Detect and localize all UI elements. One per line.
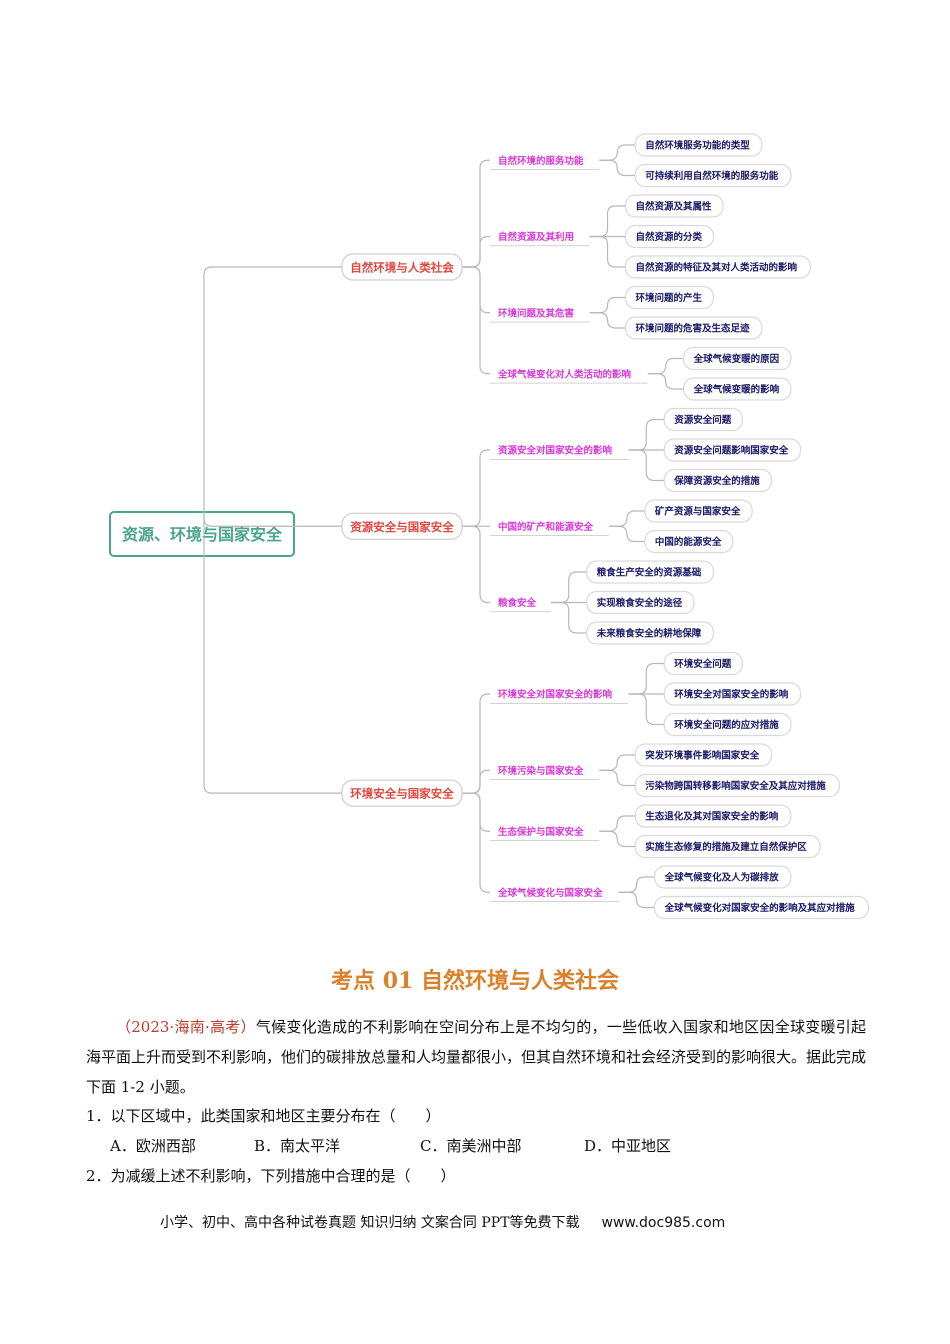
- leaf-node: 资源安全问题影响国家安全: [663, 438, 802, 462]
- branch-label: 资源安全与国家安全: [350, 520, 454, 534]
- leaf-label: 实施生态修复的措施及建立自然保护区: [645, 841, 807, 853]
- leaf-label: 自然资源的分类: [636, 231, 703, 243]
- branch-label: 自然环境与人类社会: [350, 261, 454, 275]
- leaf-label: 突发环境事件影响国家安全: [645, 750, 760, 762]
- leaf-label: 环境安全问题的应对措施: [674, 719, 779, 731]
- leaf-node: 环境安全问题: [663, 651, 744, 676]
- subtopic-label: 生态保护与国家安全: [498, 826, 584, 838]
- leaf-label: 资源安全问题影响国家安全: [674, 445, 789, 457]
- leaf-node: 中国的能源安全: [644, 529, 734, 554]
- leaf-label: 未来粮食安全的耕地保障: [596, 628, 702, 640]
- branch-label: 环境安全与国家安全: [350, 787, 454, 801]
- subtopic-label: 环境安全对国家安全的影响: [498, 689, 613, 701]
- leaf-node: 环境问题的产生: [624, 285, 714, 310]
- leaf-node: 未来粮食安全的耕地保障: [586, 621, 714, 645]
- option-b[interactable]: B．南太平洋: [254, 1137, 341, 1155]
- leaf-label: 可持续利用自然环境的服务功能: [645, 170, 779, 182]
- leaf-node: 自然资源的特征及其对人类活动的影响: [624, 255, 811, 279]
- leaf-node: 实现粮食安全的途径: [586, 590, 695, 615]
- leaf-node: 自然资源及其属性: [624, 194, 724, 218]
- mind-map-root: 资源、环境与国家安全: [109, 511, 295, 557]
- option-c[interactable]: C．南美洲中部: [420, 1137, 522, 1155]
- subtopic-label: 自然资源及其利用: [498, 231, 574, 243]
- leaf-label: 环境问题的产生: [636, 292, 703, 304]
- subtopic-label: 环境问题及其危害: [498, 307, 575, 319]
- leaf-node: 环境问题的危害及生态足迹: [624, 316, 763, 340]
- root-connector: [203, 266, 342, 512]
- leaf-node: 自然资源的分类: [624, 224, 714, 249]
- leaf-node: 可持续利用自然环境的服务功能: [634, 163, 792, 188]
- leaf-label: 全球气候变暖的原因: [693, 353, 780, 365]
- leaf-label: 环境安全问题: [674, 658, 732, 670]
- leaf-node: 环境安全对国家安全的影响: [663, 682, 802, 706]
- subtopic-2-0: 环境安全问题环境安全对国家安全的影响环境安全问题的应对措施环境安全对国家安全的影…: [490, 651, 802, 737]
- leaf-node: 突发环境事件影响国家安全: [634, 743, 773, 767]
- leaf-node: 保障资源安全的措施: [663, 468, 773, 493]
- leaf-label: 保障资源安全的措施: [673, 475, 760, 487]
- leaf-node: 矿产资源与国家安全: [644, 499, 753, 523]
- branch-0: 自然环境与人类社会: [203, 159, 490, 512]
- leaf-label: 自然资源的特征及其对人类活动的影响: [636, 262, 798, 274]
- leaf-label: 生态退化及其对国家安全的影响: [645, 811, 779, 823]
- subtopic-label: 全球气候变化对人类活动的影响: [497, 368, 632, 380]
- leaf-node: 环境安全问题的应对措施: [663, 712, 792, 737]
- footer-url[interactable]: www.doc985.com: [601, 1215, 726, 1231]
- leaf-node: 全球气候变暖的影响: [683, 377, 792, 401]
- leaf-node: 生态退化及其对国家安全的影响: [634, 804, 792, 828]
- subtopic-label: 自然环境的服务功能: [498, 155, 584, 167]
- root-connector: [203, 512, 342, 794]
- leaf-node: 全球气候变化及人为碳排放: [653, 865, 792, 889]
- leaf-node: 污染物跨国转移影响国家安全及其应对措施: [634, 773, 840, 798]
- leaf-node: 自然环境服务功能的类型: [634, 133, 763, 157]
- subtopic-label: 资源安全对国家安全的影响: [498, 445, 613, 457]
- branch-1: 资源安全与国家安全: [203, 449, 490, 604]
- question-2-stem: 2．为减缓上述不利影响，下列措施中合理的是（ ）: [86, 1167, 456, 1185]
- passage-text: 气候变化造成的不利影响在空间分布上是不均匀的，一些低收入国家和地区因全球变暖引起…: [86, 1018, 867, 1096]
- leaf-label: 全球气候变化对国家安全的影响及其应对措施: [664, 902, 856, 914]
- leaf-label: 资源安全问题: [674, 414, 732, 426]
- leaf-node: 全球气候变暖的原因: [683, 346, 792, 371]
- question-1-options: A．欧洲西部 B．南太平洋 C．南美洲中部 D．中亚地区: [110, 1131, 671, 1161]
- branch-2: 环境安全与国家安全: [203, 512, 490, 893]
- leaf-label: 全球气候变化及人为碳排放: [664, 872, 780, 884]
- leaf-node: 全球气候变化对国家安全的影响及其应对措施: [653, 895, 869, 920]
- leaf-label: 自然环境服务功能的类型: [645, 140, 750, 152]
- question-passage: （2023·海南·高考）气候变化造成的不利影响在空间分布上是不均匀的，一些低收入…: [86, 1012, 866, 1102]
- subtopic-label: 全球气候变化与国家安全: [497, 887, 603, 899]
- leaf-label: 实现粮食安全的途径: [597, 597, 683, 609]
- page-footer: 小学、初中、高中各种试卷真题 知识归纳 文案合同 PPT等免费下载 www.doc…: [160, 1212, 725, 1232]
- question-1-stem: 1．以下区域中，此类国家和地区主要分布在（ ）: [86, 1107, 441, 1125]
- leaf-label: 粮食生产安全的资源基础: [597, 567, 702, 579]
- subtopic-label: 中国的矿产和能源安全: [498, 521, 594, 533]
- leaf-label: 环境安全对国家安全的影响: [674, 689, 789, 701]
- leaf-node: 资源安全问题: [663, 407, 744, 432]
- leaf-label: 矿产资源与国家安全: [655, 506, 741, 518]
- root-label: 资源、环境与国家安全: [122, 525, 283, 544]
- section-heading: 考点 01 自然环境与人类社会: [331, 968, 619, 994]
- footer-text: 小学、初中、高中各种试卷真题 知识归纳 文案合同 PPT等免费下载: [160, 1215, 580, 1231]
- subtopic-label: 环境污染与国家安全: [498, 765, 584, 777]
- passage-source: （2023·海南·高考）: [116, 1018, 256, 1036]
- leaf-node: 实施生态修复的措施及建立自然保护区: [634, 834, 821, 859]
- leaf-node: 粮食生产安全的资源基础: [586, 560, 714, 584]
- leaf-label: 中国的能源安全: [655, 536, 722, 548]
- option-a[interactable]: A．欧洲西部: [110, 1137, 196, 1155]
- option-d[interactable]: D．中亚地区: [584, 1137, 672, 1155]
- subtopic-label: 粮食安全: [498, 597, 537, 609]
- leaf-label: 自然资源及其属性: [636, 201, 713, 213]
- leaf-label: 污染物跨国转移影响国家安全及其应对措施: [645, 780, 826, 792]
- leaf-label: 全球气候变暖的影响: [693, 384, 780, 396]
- leaf-label: 环境问题的危害及生态足迹: [636, 323, 751, 335]
